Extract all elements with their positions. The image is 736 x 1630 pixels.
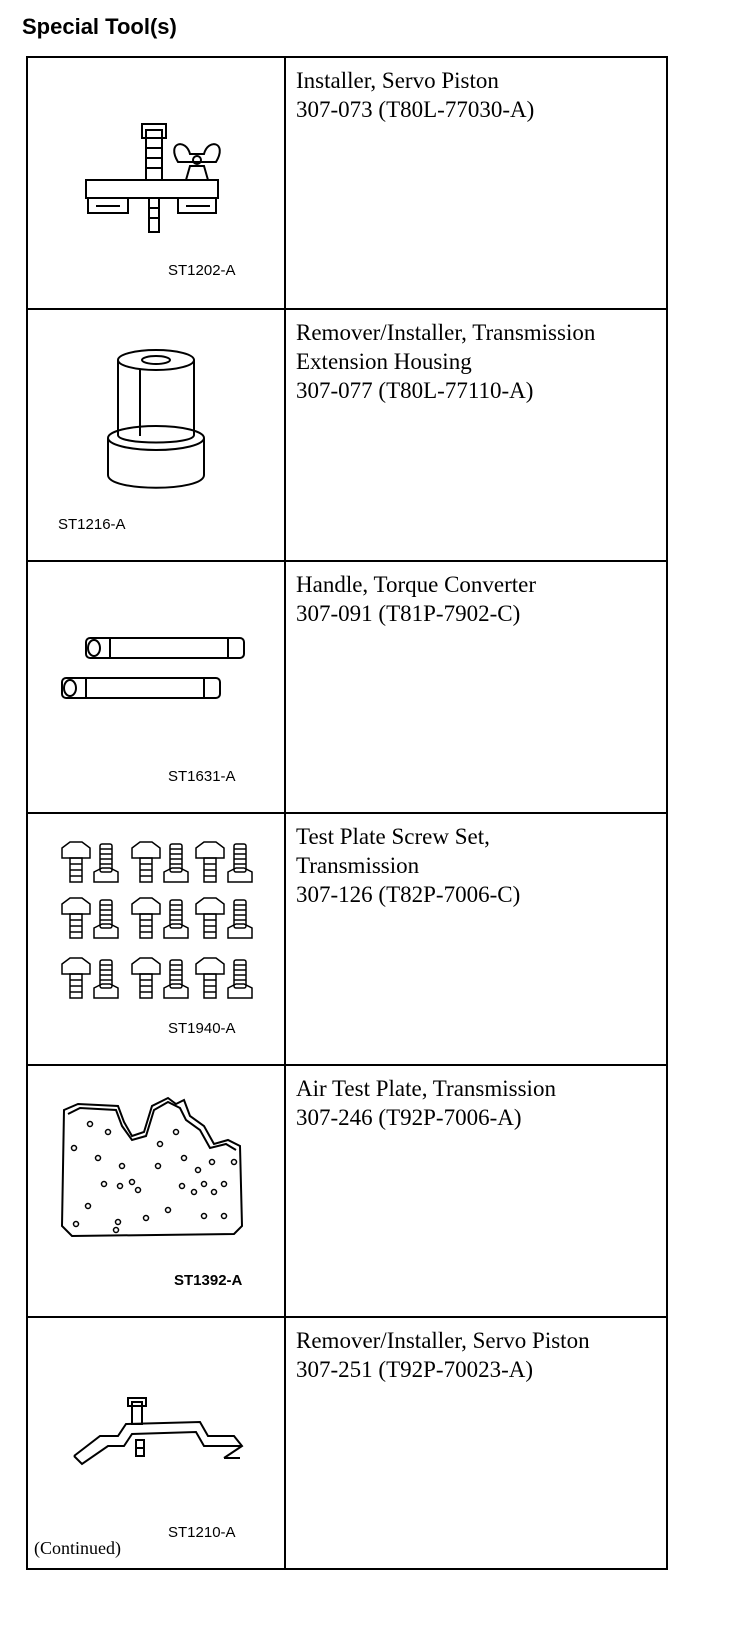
air-test-plate-icon <box>60 1096 244 1238</box>
tool-image-cell: ST1202-A <box>26 56 286 310</box>
tool-code: ST1202-A <box>168 262 236 279</box>
tool-description-cell: Handle, Torque Converter 307-091 (T81P-7… <box>284 560 668 814</box>
tool-name: Installer, Servo Piston <box>296 68 499 93</box>
tool-description-cell: Air Test Plate, Transmission 307-246 (T9… <box>284 1064 668 1318</box>
tool-code: ST1392-A <box>174 1272 243 1289</box>
tool-code: ST1210-A <box>168 1524 236 1541</box>
table-row: ST1392-A Air Test Plate, Transmission 30… <box>26 1064 668 1318</box>
tool-image-cell: ST1631-A <box>26 560 286 814</box>
table-row: ST1210-A Remover/Installer, Servo Piston… <box>26 1316 668 1570</box>
tool-name: Remover/Installer, Servo Piston <box>296 1328 590 1353</box>
tool-image-cell: ST1216-A <box>26 308 286 562</box>
tool-name-cont: Transmission <box>296 853 420 878</box>
page-title: Special Tool(s) <box>22 14 177 39</box>
tool-image-cell: ST1392-A <box>26 1064 286 1318</box>
special-tools-table: ST1202-A Installer, Servo Piston 307-073… <box>26 56 668 1570</box>
tool-code: ST1940-A <box>168 1020 236 1037</box>
tool-code: ST1631-A <box>168 768 236 785</box>
servo-piston-installer-icon <box>85 123 221 233</box>
torque-converter-handle-icon <box>61 637 245 699</box>
screw-set-icon <box>61 841 253 999</box>
tool-code: ST1216-A <box>58 516 126 533</box>
tool-description-cell: Remover/Installer, Transmission Extensio… <box>284 308 668 562</box>
tool-description-cell: Remover/Installer, Servo Piston 307-251 … <box>284 1316 668 1570</box>
table-row: ST1940-A Test Plate Screw Set, Transmiss… <box>26 812 668 1066</box>
tool-number: 307-246 (T92P-7006-A) <box>296 1105 522 1130</box>
tool-number: 307-073 (T80L-77030-A) <box>296 97 535 122</box>
tool-name-cont: Extension Housing <box>296 349 472 374</box>
tool-number: 307-091 (T81P-7902-C) <box>296 601 521 626</box>
tool-image-cell: ST1940-A <box>26 812 286 1066</box>
tool-name: Handle, Torque Converter <box>296 572 537 597</box>
tool-image-cell: ST1210-A <box>26 1316 286 1570</box>
servo-piston-remover-icon <box>73 1397 244 1466</box>
tool-number: 307-077 (T80L-77110-A) <box>296 378 534 403</box>
tool-name: Remover/Installer, Transmission <box>296 320 596 345</box>
tool-number: 307-126 (T82P-7006-C) <box>296 882 521 907</box>
tool-name: Air Test Plate, Transmission <box>296 1076 556 1101</box>
table-row: ST1216-A Remover/Installer, Transmission… <box>26 308 668 562</box>
tool-description-cell: Test Plate Screw Set, Transmission 307-1… <box>284 812 668 1066</box>
table-row: ST1631-A Handle, Torque Converter 307-09… <box>26 560 668 814</box>
tool-description-cell: Installer, Servo Piston 307-073 (T80L-77… <box>284 56 668 310</box>
continued-note: (Continued) <box>34 1538 121 1558</box>
tool-name: Test Plate Screw Set, <box>296 824 490 849</box>
tool-number: 307-251 (T92P-70023-A) <box>296 1357 533 1382</box>
table-row: ST1202-A Installer, Servo Piston 307-073… <box>26 56 668 310</box>
extension-housing-tool-icon <box>107 349 205 489</box>
